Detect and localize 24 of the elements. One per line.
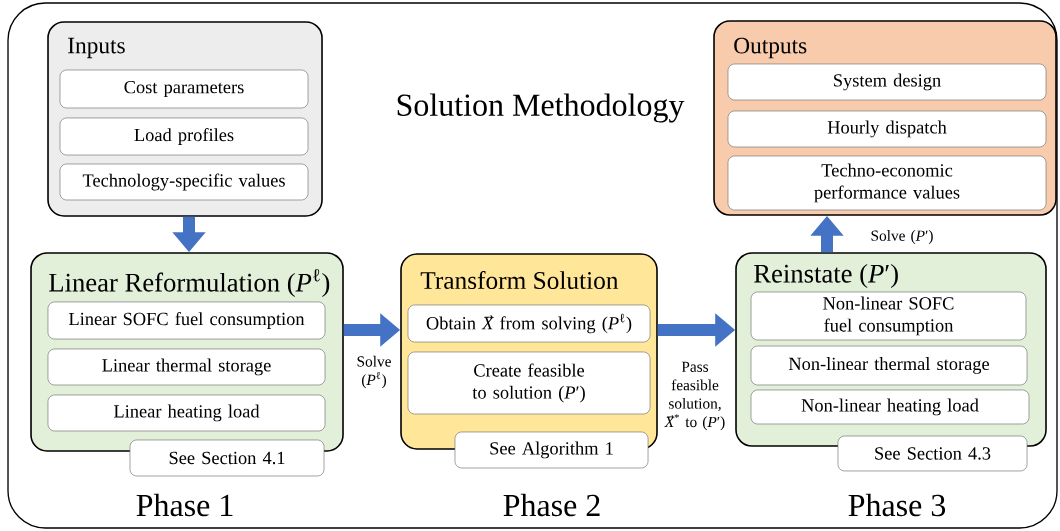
phase-label: Phase 2 xyxy=(503,493,600,517)
item-box: Linear SOFC fuel consumption xyxy=(47,301,326,340)
item-box: Cost parameters xyxy=(59,69,309,109)
phase-label: Phase 1 xyxy=(136,493,233,517)
edge-label: Solve (P$^{ℓ}$) xyxy=(357,355,391,389)
item-box: Hourly dispatch xyxy=(727,110,1047,148)
diagram-title: Solution Methodology xyxy=(397,93,685,123)
item-box: Load profiles xyxy=(59,117,309,156)
item-box: Non-linear heating load xyxy=(750,389,1030,425)
reference-box: See Section 4.1 xyxy=(129,439,325,477)
item-box: Non-linear thermal storage xyxy=(750,345,1028,386)
reference-box: See Section 4.3 xyxy=(837,435,1028,472)
item-box: Linear heating load xyxy=(47,394,326,432)
edge-label: Pass feasible solution, X⃗$^{*}$ to (P′) xyxy=(664,361,725,431)
item-box: Technology-specific values xyxy=(59,163,309,201)
item-box: Linear thermal storage xyxy=(47,348,326,386)
item-box: Obtain X⃗ from solving (P$^{ℓ}$) xyxy=(407,304,651,343)
item-box: Non-linear SOFC fuel consumption xyxy=(750,291,1027,341)
item-box: Create feasible to solution (P′) xyxy=(407,351,651,415)
item-box: System design xyxy=(727,63,1047,101)
item-box: Techno-economic performance values xyxy=(727,155,1047,211)
reference-box: See Algorithm 1 xyxy=(454,431,649,469)
phase-label: Phase 3 xyxy=(848,493,946,517)
edge-label: Solve (P′) xyxy=(871,230,933,244)
